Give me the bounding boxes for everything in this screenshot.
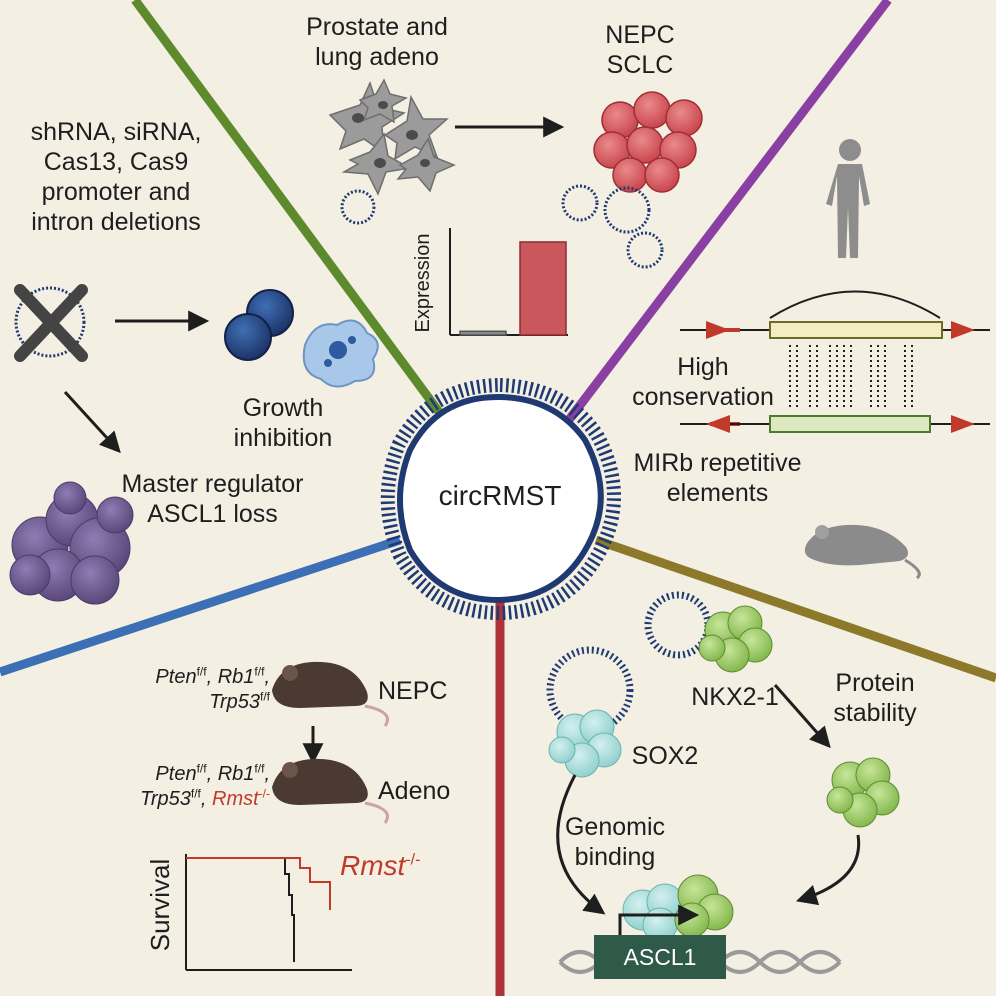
divider-green	[131, 0, 449, 423]
ascl1-gene-box	[594, 935, 726, 979]
nepc-cells-icon	[593, 91, 703, 193]
apoptotic-cell-icon	[302, 319, 379, 388]
expression-bar-2	[519, 241, 567, 336]
label-ascl1-gene: ASCL1	[623, 944, 697, 970]
divider-blue	[0, 535, 402, 677]
mouse-icon-right	[804, 524, 921, 580]
label-rmst-curve: Rmst-/-	[340, 850, 421, 881]
stabilized-nkx2-1-icon	[826, 757, 900, 828]
label-sclc-top: SCLC	[606, 51, 674, 79]
nkx-to-genome-arrow	[795, 834, 861, 906]
adeno-nuclei	[352, 101, 430, 168]
knockout-to-ascl1-arrow	[63, 390, 121, 454]
survival-plot	[185, 854, 352, 971]
survival-curve-rmst	[186, 857, 331, 910]
knockout-x-icon	[14, 284, 88, 362]
label-circrmst: circRMST	[438, 480, 562, 511]
circrmst-ring-icon	[380, 377, 621, 621]
circrna-rings-icon	[340, 184, 664, 269]
label-sox2: SOX2	[631, 742, 699, 770]
mouse-icon-nepc	[272, 661, 389, 727]
label-genomic-binding: Genomic binding	[564, 813, 666, 871]
bound-proteins-icon	[622, 874, 734, 943]
mouse-icon-adeno	[272, 758, 389, 824]
human-silhouette-icon	[826, 139, 870, 258]
genotype-adeno: Ptenf/f, Rb1f/f, Trp53f/f, Rmst-/-	[140, 761, 270, 810]
label-expression-axis: Expression	[412, 233, 434, 333]
tss-arrow	[618, 904, 700, 935]
conservation-locus	[680, 290, 990, 433]
expression-bar-chart	[449, 228, 568, 336]
divider-olive	[594, 535, 996, 683]
nkx-to-stability-arrow	[773, 684, 831, 749]
circrna-sox-ring	[546, 646, 634, 734]
label-nepc-mouse: NEPC	[378, 677, 448, 705]
label-adeno-mouse: Adeno	[378, 777, 451, 805]
label-prostate-lung-adeno: Prostate and lung adeno	[306, 13, 448, 71]
label-mirb-elements: MIRb repetitive elements	[633, 449, 802, 507]
label-high-conservation: High conservation	[632, 353, 774, 411]
label-nepc-top: NEPC	[605, 21, 675, 49]
label-growth-inhibition: Growth inhibition	[233, 394, 333, 452]
label-nkx2-1: NKX2-1	[691, 683, 779, 711]
genotype-nepc: Ptenf/f, Rb1f/f, Trp53f/f	[155, 664, 270, 713]
label-survival-axis: Survival	[145, 858, 175, 952]
dividing-cells-icon	[224, 289, 294, 361]
survival-curve-control	[186, 857, 295, 962]
expression-bar-1	[459, 330, 507, 336]
label-protein-stability: Protein stability	[833, 669, 917, 727]
sox-to-genome-arrow	[556, 774, 606, 915]
label-master-regulator: Master regulator ASCL1 loss	[121, 470, 304, 528]
nkx2-1-protein-icon	[698, 605, 773, 673]
label-methods: shRNA, siRNA, Cas13, Cas9 promoter and i…	[30, 118, 202, 236]
divider-purple	[561, 0, 892, 428]
sox2-protein-icon	[548, 709, 622, 778]
adeno-cells-icon	[328, 78, 456, 196]
ascl1-protein-icon	[9, 481, 134, 605]
